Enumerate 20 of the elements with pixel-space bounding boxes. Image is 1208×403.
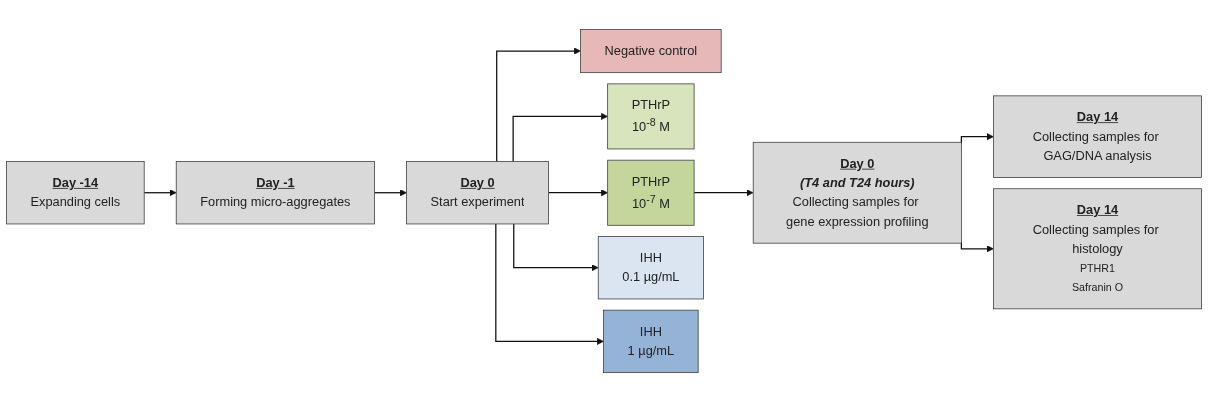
node-box: IHH 1 µg/mL — [603, 310, 699, 374]
node-box: IHH 0.1 µg/mL — [597, 236, 704, 300]
arrow — [512, 113, 608, 163]
arrow — [547, 189, 608, 197]
arrow — [960, 241, 994, 253]
arrow — [513, 223, 599, 272]
node-box: Day 14 Collecting samples for GAG/DNA analysis — [993, 95, 1202, 179]
node-box: PTHrP 10$^{-8}$ M — [607, 83, 695, 150]
arrow — [143, 189, 177, 197]
arrow — [373, 189, 407, 197]
node-box: Day -14 Expanding cells — [6, 161, 145, 225]
node-box: Day -1 Forming micro-aggregates — [175, 161, 375, 225]
node-box: Day 14 Collecting samples for histology PTHR1 Safranin O — [993, 188, 1202, 310]
node-box: Day 0 Start experiment — [406, 161, 549, 225]
node-box: PTHrP 10$^{-7}$ M — [607, 160, 695, 227]
arrow — [693, 189, 754, 197]
node-box: Negative control — [580, 29, 722, 74]
arrow — [495, 223, 604, 346]
node-box: Day 0 (T4 and T24 hours) Collecting samples for gene expression profiling — [752, 142, 962, 245]
arrow — [496, 48, 581, 163]
